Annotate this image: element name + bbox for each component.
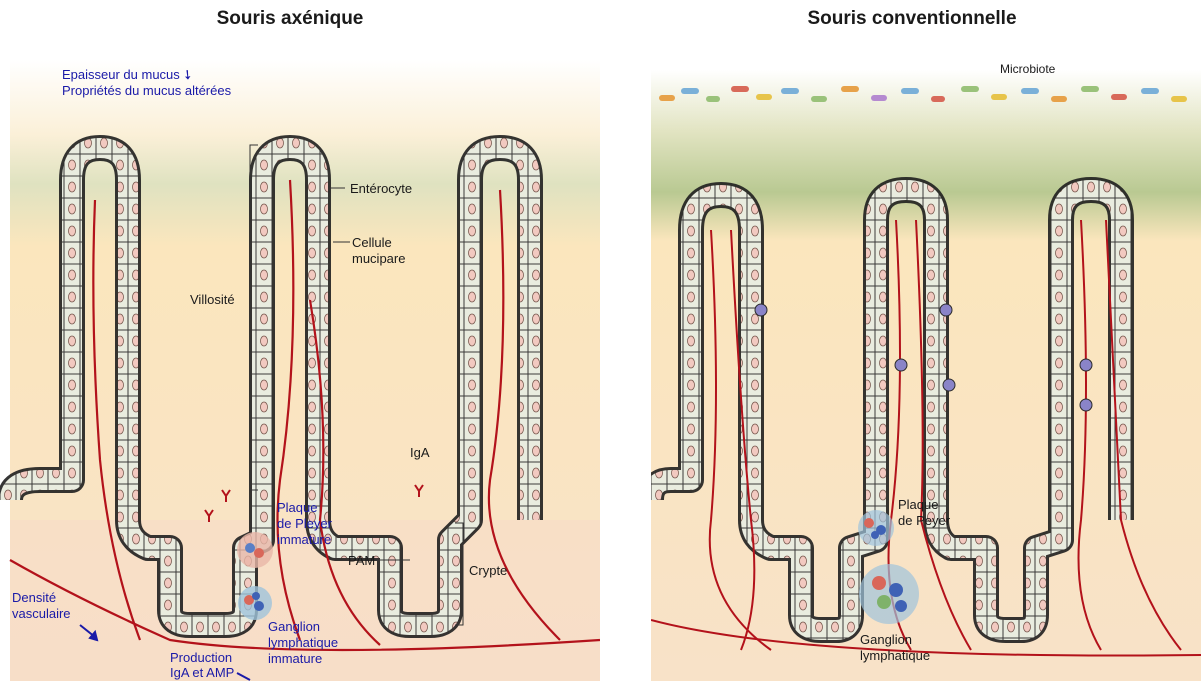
iga-label: IgA xyxy=(410,445,430,461)
goblet-cell-label-1: Cellule xyxy=(352,235,392,251)
production-label-2: IgA et AMP xyxy=(170,665,234,681)
lymph-node-immature xyxy=(238,586,272,620)
peyer-patch-label-3: immature xyxy=(277,532,331,548)
mucus-properties-label: Propriétés du mucus altérées xyxy=(62,83,231,99)
peyer-patch-immature xyxy=(237,532,273,568)
lymph-node-label-3: immature xyxy=(268,651,322,667)
lymph-node xyxy=(859,564,919,624)
lymph-node-label-r2: lymphatique xyxy=(860,648,930,664)
right-diagram xyxy=(651,0,1201,681)
vascular-density-label-1: Densité xyxy=(12,590,56,606)
peyer-patch-label-1: Plaque xyxy=(277,500,317,516)
peyer-patch-label-r2: de Peyer xyxy=(898,513,950,529)
right-title: Souris conventionnelle xyxy=(712,8,1112,30)
lymph-node-label-r1: Ganglion xyxy=(860,632,912,648)
crypt-label: Crypte xyxy=(469,563,507,579)
left-diagram xyxy=(0,0,600,681)
microbiota-label: Microbiote xyxy=(1000,61,1055,77)
left-title: Souris axénique xyxy=(90,8,490,30)
enterocyte-label: Entérocyte xyxy=(350,181,412,197)
lymph-node-label-2: lymphatique xyxy=(268,635,338,651)
peyer-patch xyxy=(858,510,894,546)
peyer-patch-label-r1: Plaque xyxy=(898,497,938,513)
vascular-density-label-2: vasculaire xyxy=(12,606,71,622)
villosity-label: Villosité xyxy=(190,292,235,308)
lymph-node-label-1: Ganglion xyxy=(268,619,320,635)
pam-label: PAM xyxy=(348,553,375,569)
peyer-patch-label-2: de Pleyer xyxy=(277,516,332,532)
mucus-thickness-label: Epaisseur du mucus➘ xyxy=(62,67,193,83)
production-label-1: Production xyxy=(170,650,232,666)
goblet-cell-label-2: mucipare xyxy=(352,251,405,267)
